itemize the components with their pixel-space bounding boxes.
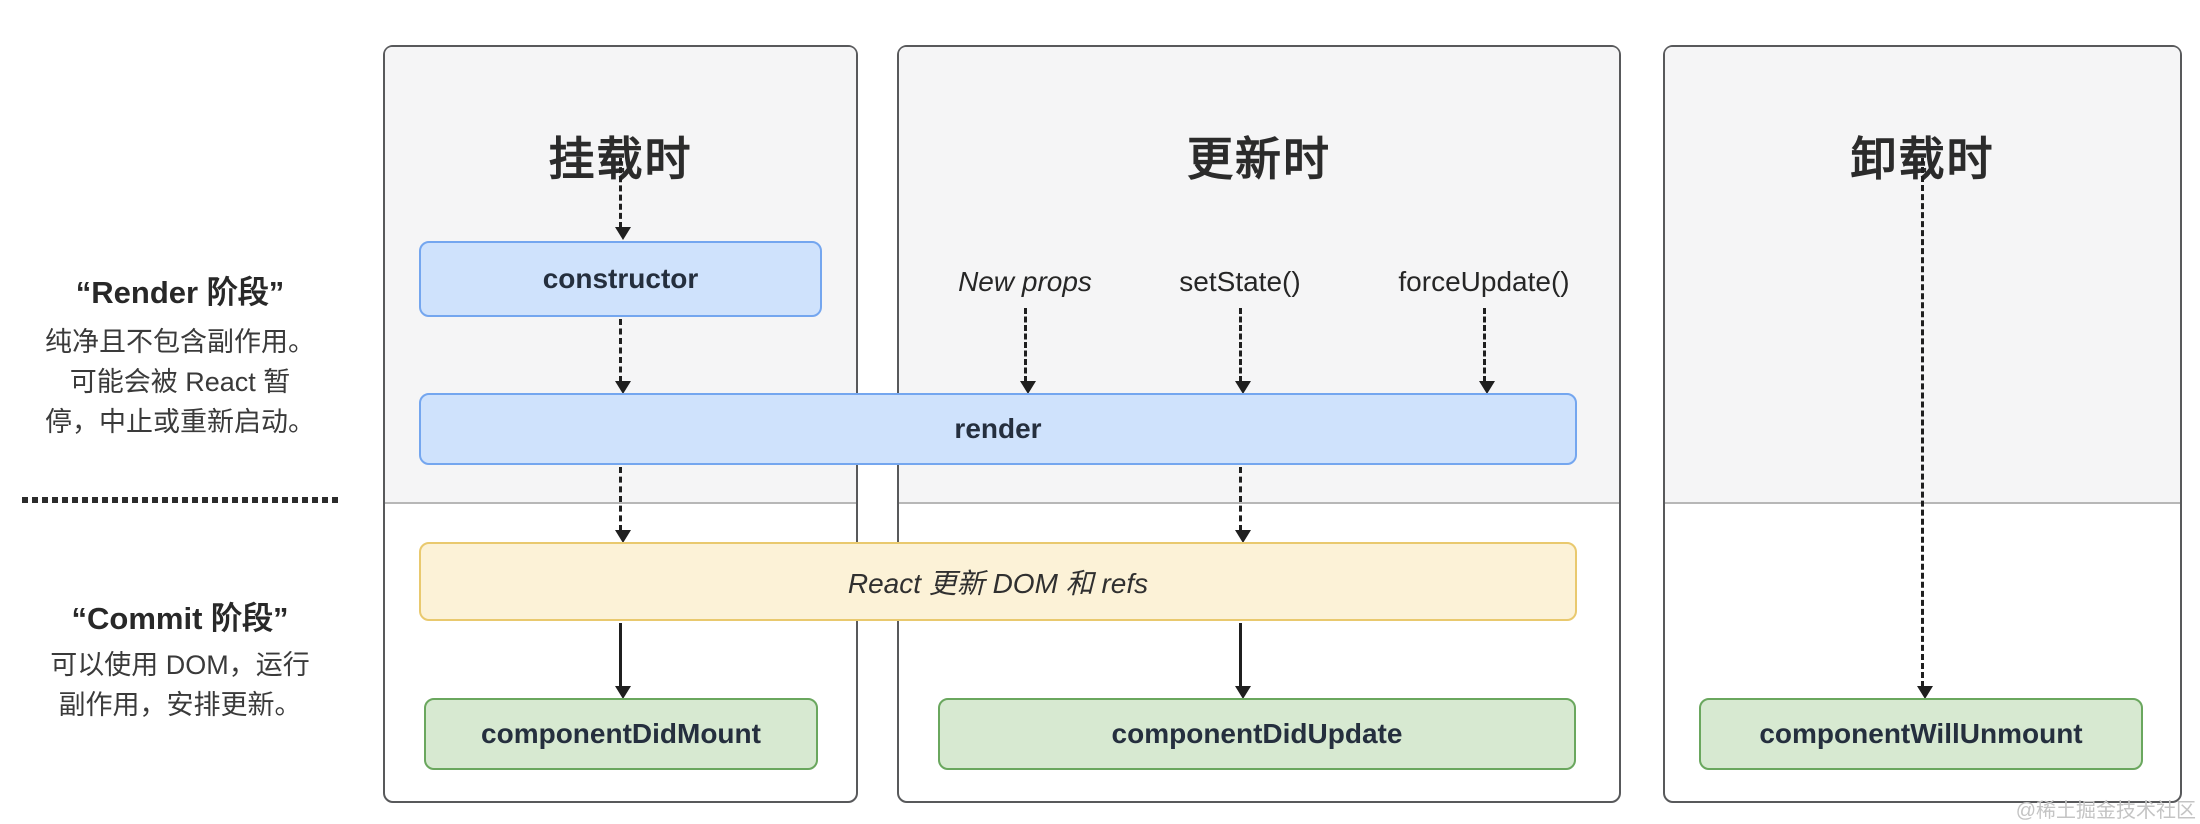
- trigger-new-props: New props: [958, 266, 1092, 297]
- watermark: @稀土掘金技术社区: [2015, 800, 2196, 822]
- render-box: render: [419, 393, 1577, 465]
- arrow-render-to-commit-updating: [1235, 467, 1251, 543]
- panel-updating-title: 更新时: [1187, 133, 1331, 185]
- component-will-unmount-box: componentWillUnmount: [1699, 698, 2143, 770]
- arrow-force-update-to-render: [1479, 308, 1495, 394]
- arrow-commit-to-did-update: [1235, 623, 1251, 699]
- render-phase-line: 可能会被 React 暂: [69, 367, 291, 397]
- render-phase-line: 停，中止或重新启动。: [45, 407, 315, 437]
- render-phase-line: 纯净且不包含副作用。: [45, 327, 315, 357]
- render-phase-description: 纯净且不包含副作用。 可能会被 React 暂 停，中止或重新启动。: [10, 322, 350, 442]
- commit-phase-title: “Commit 阶段”: [71, 601, 289, 636]
- component-did-mount-box: componentDidMount: [424, 698, 818, 770]
- component-did-update-box: componentDidUpdate: [938, 698, 1576, 770]
- arrow-new-props-to-render: [1020, 308, 1036, 394]
- commit-phase-description: 可以使用 DOM，运行 副作用，安排更新。: [10, 645, 350, 725]
- arrow-set-state-to-render: [1235, 308, 1251, 394]
- arrow-render-to-commit-mounting: [615, 467, 631, 543]
- arrow-commit-to-did-mount: [615, 623, 631, 699]
- react-commit-dom-box: React 更新 DOM 和 refs: [419, 542, 1577, 621]
- phase-separator-dotted-line: [22, 497, 340, 503]
- arrow-constructor-to-render: [615, 319, 631, 394]
- commit-phase-line: 副作用，安排更新。: [58, 690, 302, 720]
- trigger-force-update: forceUpdate(): [1398, 266, 1570, 297]
- commit-phase-line: 可以使用 DOM，运行: [50, 650, 310, 680]
- constructor-box: constructor: [419, 241, 822, 317]
- arrow-mounting-to-constructor: [615, 158, 631, 240]
- arrow-unmounting-to-will-unmount: [1917, 158, 1933, 699]
- trigger-set-state: setState(): [1179, 266, 1301, 297]
- render-phase-title: “Render 阶段”: [75, 275, 285, 310]
